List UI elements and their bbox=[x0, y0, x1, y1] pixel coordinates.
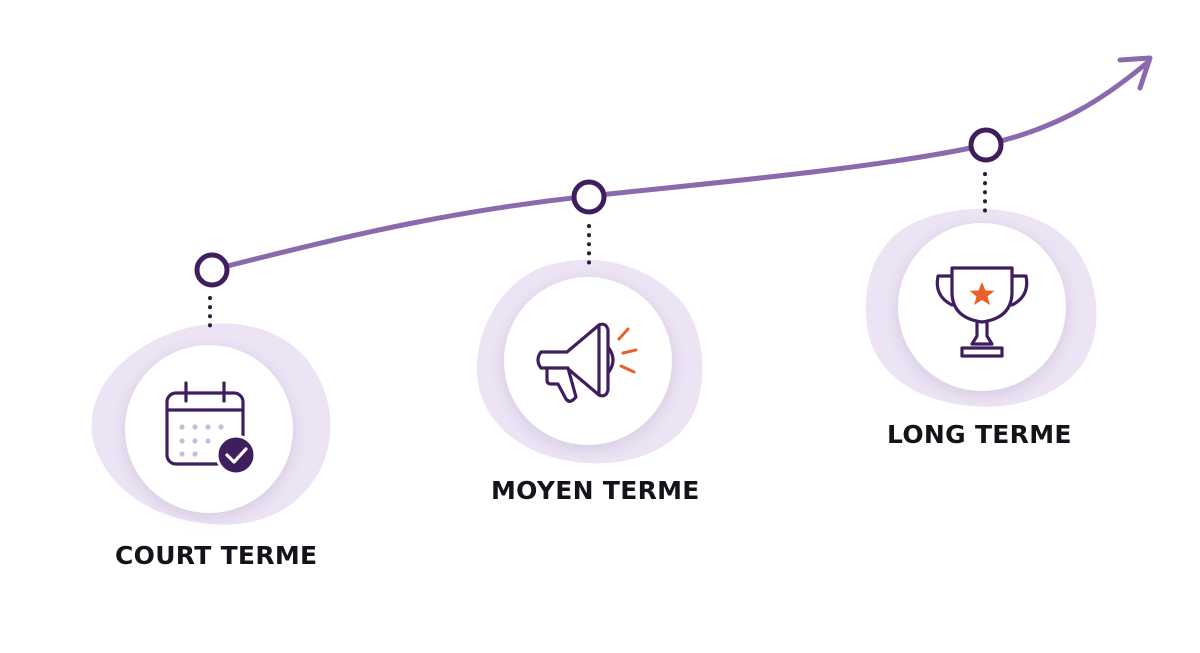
arrow-head-icon bbox=[1117, 55, 1153, 91]
megaphone-icon bbox=[536, 322, 638, 403]
node-moyen bbox=[571, 179, 607, 215]
stage-label-moyen: MOYEN TERME bbox=[491, 476, 700, 505]
disc-moyen bbox=[504, 277, 672, 445]
calendar-check-icon bbox=[165, 381, 257, 476]
stage-label-long: LONG TERME bbox=[887, 420, 1072, 449]
node-court bbox=[194, 252, 230, 288]
trophy-star-icon bbox=[935, 266, 1029, 358]
timeline-curve bbox=[209, 59, 1151, 273]
disc-long bbox=[898, 223, 1066, 391]
node-long bbox=[968, 127, 1004, 163]
stage-label-court: COURT TERME bbox=[115, 541, 318, 570]
